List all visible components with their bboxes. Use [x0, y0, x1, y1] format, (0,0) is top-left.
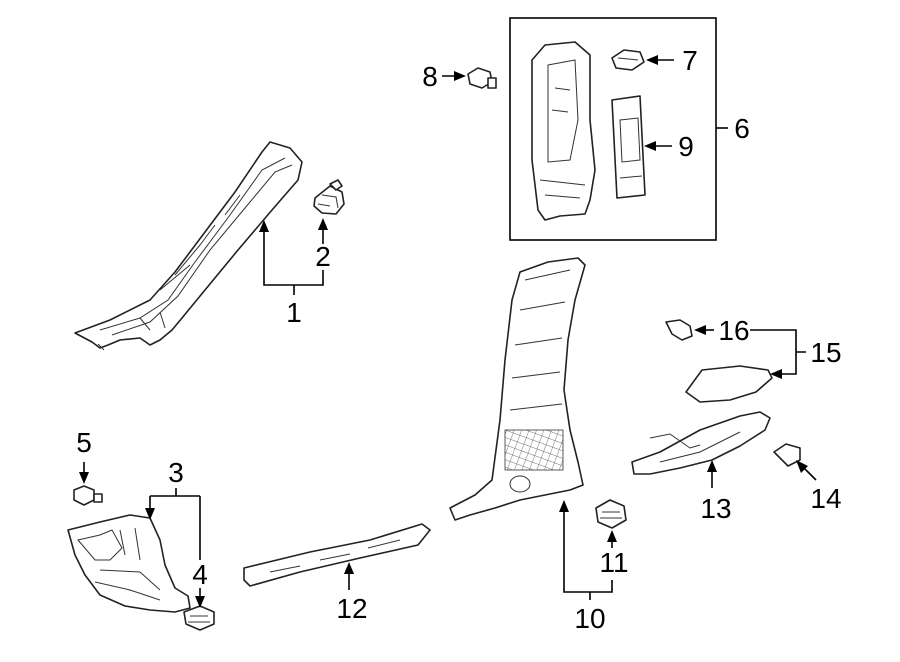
clip-16 — [665, 319, 693, 341]
b-pillar-lower-trim — [449, 257, 586, 521]
callout-10: 10 — [574, 603, 605, 634]
leader-lines — [79, 55, 817, 608]
scuff-plate-12 — [243, 523, 431, 587]
callout-2: 2 — [315, 241, 331, 272]
callout-13: 13 — [700, 493, 731, 524]
callout-9: 9 — [678, 131, 694, 162]
kick-panel-trim — [67, 514, 191, 613]
callout-14: 14 — [810, 483, 841, 514]
a-pillar-trim — [74, 141, 303, 351]
callout-1: 1 — [286, 297, 302, 328]
cover-15 — [685, 365, 773, 403]
clip-7 — [611, 49, 645, 71]
callout-3: 3 — [168, 457, 184, 488]
quarter-trim-13 — [631, 411, 771, 475]
callout-5: 5 — [76, 427, 92, 458]
inset-box-6 — [509, 17, 717, 241]
clip-14 — [773, 443, 801, 467]
clip-11 — [595, 499, 627, 529]
callout-16: 16 — [718, 315, 749, 346]
screw-5 — [73, 485, 103, 506]
callout-12: 12 — [336, 593, 367, 624]
callout-6: 6 — [734, 113, 750, 144]
callout-labels: 1 2 3 4 5 6 7 8 9 10 11 12 13 14 15 16 — [76, 45, 841, 634]
callout-4: 4 — [192, 559, 208, 590]
grip-handle-9 — [611, 95, 646, 199]
hatched-region — [504, 429, 564, 471]
callout-11: 11 — [599, 547, 628, 578]
clip-4 — [183, 605, 215, 631]
callout-15: 15 — [810, 337, 841, 368]
clip-8 — [467, 67, 497, 89]
callout-8: 8 — [422, 61, 438, 92]
b-pillar-upper-trim — [531, 41, 596, 221]
callout-7: 7 — [682, 45, 698, 76]
clip-2 — [313, 179, 345, 215]
